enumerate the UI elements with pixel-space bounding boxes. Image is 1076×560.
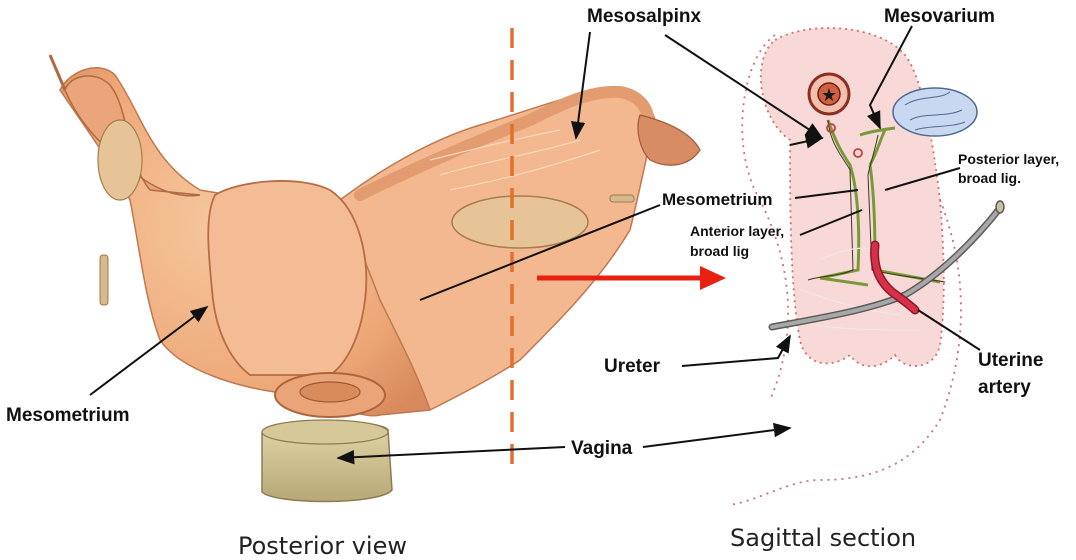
ovary-texture (904, 91, 966, 131)
arrow-mesovarium (866, 25, 913, 130)
label-ureter: Ureter (604, 356, 661, 377)
label-anterior-layer-line1: Anterior layer, (690, 223, 784, 239)
label-uterine-artery-line2: artery (978, 377, 1031, 398)
vessel-dot-1 (826, 123, 836, 133)
arrow-mesosalpinx-tip (789, 134, 824, 149)
ovary-section (892, 87, 978, 137)
label-mesometrium-top: Mesometrium (662, 190, 773, 209)
line-mesometrium-section (794, 189, 859, 199)
mesosalpinx-vessels (429, 129, 601, 191)
ligament-edge-lines (807, 119, 946, 283)
caption-sagittal-section: Sagittal section (730, 524, 916, 552)
fimbriae (637, 114, 701, 166)
line-mesometrium-center (419, 204, 661, 301)
round-ligament-stub (99, 254, 109, 306)
label-uterine-artery-line1: Uterine (978, 350, 1043, 371)
arrow-vagina-left (336, 446, 566, 465)
star-icon: ★ (821, 85, 837, 106)
line-posterior-layer (884, 167, 961, 191)
label-posterior-layer-line2: broad lig. (958, 170, 1021, 186)
tube-lumen (817, 82, 841, 106)
section-red-arrow (537, 266, 726, 290)
uterus-body (207, 180, 368, 376)
line-anterior-layer (799, 209, 863, 236)
arrow-mesometrium-left (89, 305, 209, 396)
section-pink-area (759, 27, 945, 368)
peritoneal-outline-dotted (729, 34, 962, 506)
caption-posterior-view: Posterior view (238, 532, 407, 560)
arrow-ureter (681, 334, 791, 367)
line-uterine-artery (917, 309, 981, 351)
sagittal-section-illustration: ★ (729, 27, 1005, 506)
arrow-mesosalpinx-left (570, 31, 591, 140)
ureter-end (995, 200, 1005, 214)
posterior-view-illustration (48, 54, 701, 503)
cervix-inner (299, 381, 361, 403)
vessel-dot-2 (853, 148, 863, 158)
right-ovary (451, 195, 589, 249)
label-mesometrium-left: Mesometrium (6, 405, 130, 426)
label-vagina: Vagina (571, 438, 633, 459)
left-tube-stub (48, 54, 67, 91)
label-anterior-layer-line2: broad lig (690, 243, 749, 259)
label-mesovarium: Mesovarium (884, 6, 995, 27)
labels: Mesosalpinx Mesovarium Mesometrium Mesom… (6, 6, 1059, 560)
left-ovary (97, 119, 143, 201)
leader-lines (89, 25, 981, 465)
right-fallopian-tube (354, 85, 655, 201)
label-posterior-layer-line1: Posterior layer, (958, 151, 1059, 167)
label-mesosalpinx: Mesosalpinx (587, 6, 701, 27)
arrow-vagina-right (642, 422, 792, 448)
vagina-top (261, 419, 389, 445)
ovarian-ligament-stub (609, 194, 635, 203)
line-mesosalpinx-right (664, 34, 824, 139)
mesovarium-stalk (859, 126, 896, 137)
